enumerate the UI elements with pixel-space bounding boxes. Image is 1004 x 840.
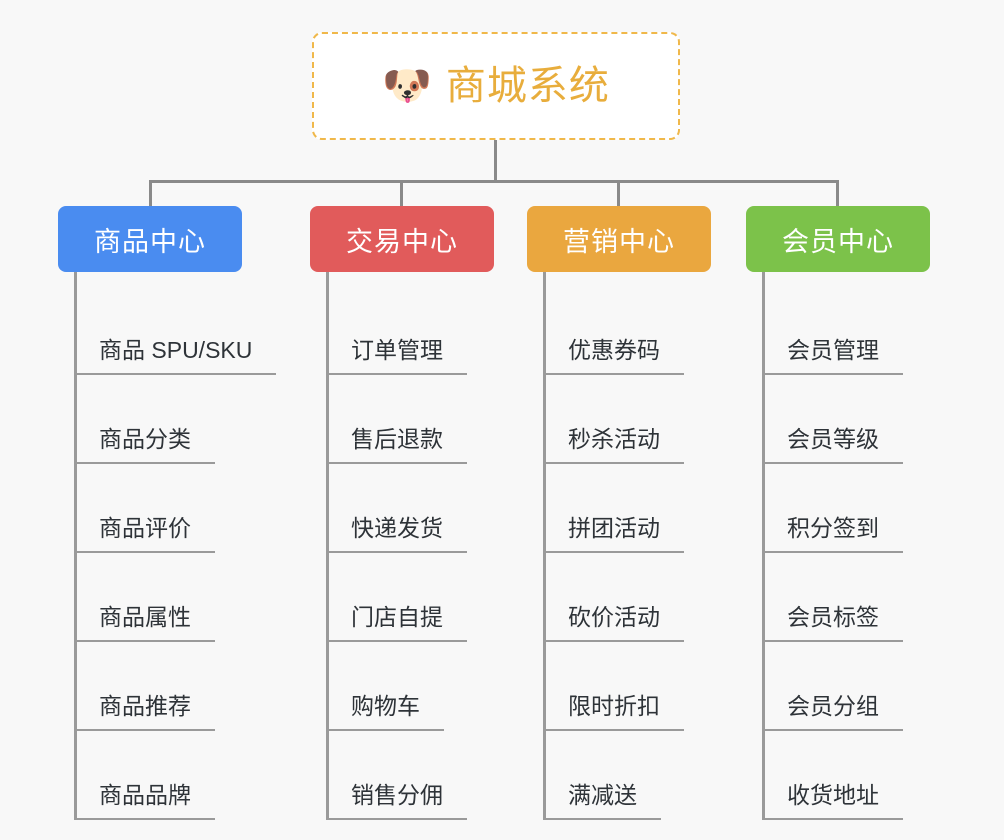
category-label: 会员中心 (782, 226, 894, 257)
leaf-label: 售后退款 (327, 426, 467, 464)
leaf-label: 订单管理 (327, 337, 467, 375)
leaf-item[interactable]: 订单管理 (327, 286, 494, 375)
connector-drop-4 (836, 180, 839, 206)
leaf-label: 拼团活动 (544, 515, 684, 553)
leaf-label: 销售分佣 (327, 782, 467, 820)
leaf-label: 商品分类 (75, 426, 215, 464)
leaf-label: 优惠券码 (544, 337, 684, 375)
leaf-label: 商品属性 (75, 604, 215, 642)
category-label: 商品中心 (94, 226, 206, 257)
leaf-item[interactable]: 售后退款 (327, 375, 494, 464)
leaf-list-1: 商品 SPU/SKU 商品分类 商品评价 商品属性 商品推荐 商品品牌 (58, 272, 277, 820)
leaf-item[interactable]: 会员分组 (763, 642, 930, 731)
leaf-item[interactable]: 积分签到 (763, 464, 930, 553)
leaf-item[interactable]: 优惠券码 (544, 286, 711, 375)
leaf-spine-1 (74, 272, 77, 820)
shiba-dog-emoji-icon: 🐶 (382, 64, 432, 108)
leaf-item[interactable]: 拼团活动 (544, 464, 711, 553)
leaf-item[interactable]: 门店自提 (327, 553, 494, 642)
leaf-label: 会员分组 (763, 693, 903, 731)
connector-root-stem (494, 140, 497, 182)
leaf-item[interactable]: 收货地址 (763, 731, 930, 820)
connector-drop-3 (617, 180, 620, 206)
leaf-label: 收货地址 (763, 782, 903, 820)
leaf-item[interactable]: 秒杀活动 (544, 375, 711, 464)
connector-drop-2 (400, 180, 403, 206)
category-label: 交易中心 (346, 226, 458, 257)
leaf-item[interactable]: 商品属性 (75, 553, 276, 642)
leaf-item[interactable]: 砍价活动 (544, 553, 711, 642)
leaf-label: 商品推荐 (75, 693, 215, 731)
category-box-member-center[interactable]: 会员中心 (746, 206, 930, 272)
leaf-item[interactable]: 购物车 (327, 642, 494, 731)
leaf-item[interactable]: 商品分类 (75, 375, 276, 464)
root-node[interactable]: 🐶 商城系统 (312, 32, 680, 140)
branch-column-1: 商品中心 商品 SPU/SKU 商品分类 商品评价 商品属性 商品推荐 商品品牌 (58, 206, 277, 820)
leaf-item[interactable]: 会员管理 (763, 286, 930, 375)
category-label: 营销中心 (563, 226, 675, 257)
leaf-item[interactable]: 商品评价 (75, 464, 276, 553)
leaf-spine-2 (326, 272, 329, 820)
leaf-label: 商品品牌 (75, 782, 215, 820)
leaf-spine-3 (543, 272, 546, 820)
leaf-list-2: 订单管理 售后退款 快递发货 门店自提 购物车 销售分佣 (310, 272, 494, 820)
leaf-label: 积分签到 (763, 515, 903, 553)
branch-column-2: 交易中心 订单管理 售后退款 快递发货 门店自提 购物车 销售分佣 (310, 206, 494, 820)
leaf-label: 商品 SPU/SKU (75, 337, 277, 375)
leaf-item[interactable]: 满减送 (544, 731, 711, 820)
leaf-label: 会员等级 (763, 426, 903, 464)
leaf-label: 商品评价 (75, 515, 215, 553)
leaf-item[interactable]: 商品品牌 (75, 731, 276, 820)
leaf-label: 满减送 (544, 782, 661, 820)
category-box-trade-center[interactable]: 交易中心 (310, 206, 494, 272)
leaf-label: 快递发货 (327, 515, 467, 553)
leaf-item[interactable]: 会员标签 (763, 553, 930, 642)
connector-horizontal-bus (149, 180, 839, 183)
leaf-item[interactable]: 会员等级 (763, 375, 930, 464)
category-box-marketing-center[interactable]: 营销中心 (527, 206, 711, 272)
leaf-spine-4 (762, 272, 765, 820)
leaf-item[interactable]: 销售分佣 (327, 731, 494, 820)
leaf-label: 会员标签 (763, 604, 903, 642)
category-box-product-center[interactable]: 商品中心 (58, 206, 242, 272)
branch-column-3: 营销中心 优惠券码 秒杀活动 拼团活动 砍价活动 限时折扣 满减送 (527, 206, 711, 820)
leaf-item[interactable]: 快递发货 (327, 464, 494, 553)
connector-drop-1 (149, 180, 152, 206)
root-title: 商城系统 (445, 64, 610, 108)
leaf-label: 限时折扣 (544, 693, 684, 731)
leaf-label: 砍价活动 (544, 604, 684, 642)
leaf-item[interactable]: 商品 SPU/SKU (75, 286, 277, 375)
leaf-label: 秒杀活动 (544, 426, 684, 464)
leaf-item[interactable]: 商品推荐 (75, 642, 276, 731)
leaf-label: 会员管理 (763, 337, 903, 375)
leaf-label: 门店自提 (327, 604, 467, 642)
leaf-list-3: 优惠券码 秒杀活动 拼团活动 砍价活动 限时折扣 满减送 (527, 272, 711, 820)
leaf-list-4: 会员管理 会员等级 积分签到 会员标签 会员分组 收货地址 (746, 272, 930, 820)
leaf-item[interactable]: 限时折扣 (544, 642, 711, 731)
branch-column-4: 会员中心 会员管理 会员等级 积分签到 会员标签 会员分组 收货地址 (746, 206, 930, 820)
leaf-label: 购物车 (327, 693, 444, 731)
